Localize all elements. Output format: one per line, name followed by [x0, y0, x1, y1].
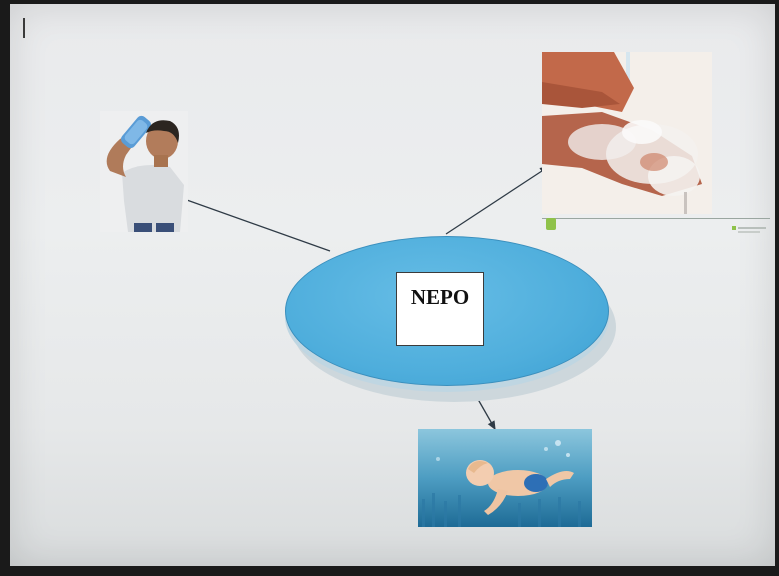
caption-logo-icon — [546, 218, 556, 230]
baby-swimming-photo — [418, 429, 592, 527]
boy-drinking-photo — [100, 111, 188, 232]
slide-canvas: NEPO — [10, 4, 775, 566]
center-label-box[interactable]: NEPO — [396, 272, 484, 346]
text-cursor — [23, 18, 25, 38]
center-label: NEPO — [410, 285, 470, 309]
hand-washing-photo — [542, 52, 712, 214]
arrow-to-hands — [445, 166, 550, 235]
image-caption-strip — [542, 214, 770, 238]
arrow-to-boy — [168, 192, 331, 252]
caption-right-marks — [732, 226, 766, 233]
